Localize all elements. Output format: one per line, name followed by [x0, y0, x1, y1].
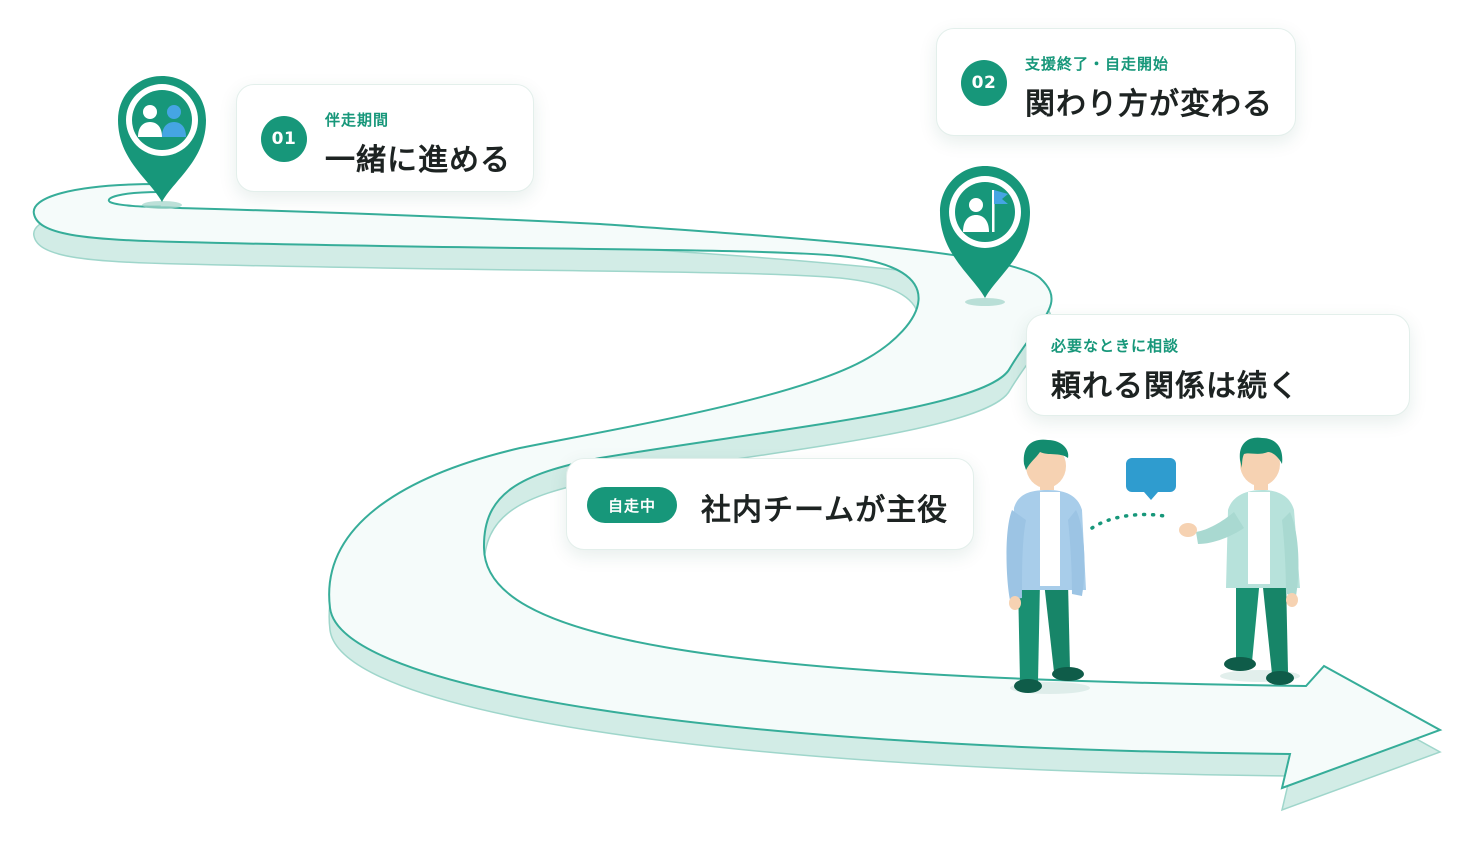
- conversation-illustration: [1006, 437, 1300, 694]
- step-number-badge: 01: [261, 116, 307, 162]
- step-subtitle: 支援終了・自走開始: [1025, 55, 1170, 73]
- self-run-title: 社内チームが主役: [701, 493, 949, 528]
- road-surface: [32, 182, 1443, 790]
- step-title: 一緒に進める: [325, 143, 511, 178]
- person-left: [1006, 439, 1090, 694]
- person-right: [1179, 437, 1300, 685]
- pin-marker-02: [940, 166, 1030, 306]
- dotted-connection: [1090, 512, 1166, 530]
- consult-card: 必要なときに相談 頼れる関係は続く: [1026, 314, 1410, 416]
- speech-bubble-icon: [1126, 458, 1176, 500]
- self-run-card: 自走中 社内チームが主役: [566, 458, 974, 550]
- consult-title: 頼れる関係は続く: [1051, 369, 1299, 404]
- self-run-badge: 自走中: [587, 487, 677, 523]
- consult-subtitle: 必要なときに相談: [1051, 337, 1180, 355]
- pin-marker-01: [118, 76, 206, 209]
- person-flag-icon: [963, 190, 1008, 232]
- winding-road: [32, 182, 1443, 812]
- step-title: 関わり方が変わる: [1025, 87, 1273, 122]
- step-subtitle: 伴走期間: [325, 111, 390, 129]
- step-number-badge: 02: [961, 60, 1007, 106]
- step-card-01: 01 伴走期間 一緒に進める: [236, 84, 534, 192]
- two-people-icon: [138, 105, 186, 137]
- step-card-02: 02 支援終了・自走開始 関わり方が変わる: [936, 28, 1296, 136]
